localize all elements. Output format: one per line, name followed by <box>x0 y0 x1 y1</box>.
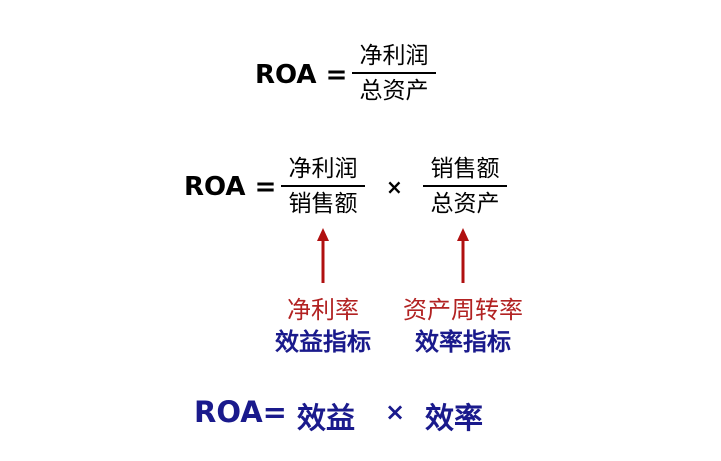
formula2-frac1-numerator: 净利润 <box>288 156 358 182</box>
formula2-frac1-denominator: 销售额 <box>288 190 358 217</box>
arrow-up-right <box>457 228 469 283</box>
label-profitability-indicator: 效益指标 <box>275 328 371 356</box>
formula2-lhs: ROA = <box>184 172 277 202</box>
formula2-times-operator: × <box>386 175 403 199</box>
formula1-denominator: 总资产 <box>359 77 429 104</box>
formula1-fraction: 净利润 总资产 <box>352 42 436 105</box>
fraction-bar <box>281 185 365 187</box>
fraction-bar <box>423 185 507 187</box>
formula2-frac2-denominator: 总资产 <box>430 190 500 217</box>
formula2-frac2-numerator: 销售额 <box>430 156 500 182</box>
label-efficiency-indicator: 效率指标 <box>415 328 511 356</box>
summary-term-efficiency: 效率 <box>425 401 484 435</box>
label-net-margin: 净利率 <box>287 296 359 324</box>
label-asset-turnover: 资产周转率 <box>403 296 523 324</box>
summary-times-operator: × <box>385 398 406 426</box>
summary-term-profitability: 效益 <box>297 401 356 435</box>
fraction-bar <box>352 72 436 74</box>
formula1-numerator: 净利润 <box>359 43 429 69</box>
formula2-fraction-2: 销售额 总资产 <box>423 155 507 218</box>
formula1-lhs: ROA = <box>255 60 348 90</box>
formula2-fraction-1: 净利润 销售额 <box>281 155 365 218</box>
summary-lhs: ROA= <box>194 395 287 429</box>
arrow-up-left <box>317 228 329 283</box>
